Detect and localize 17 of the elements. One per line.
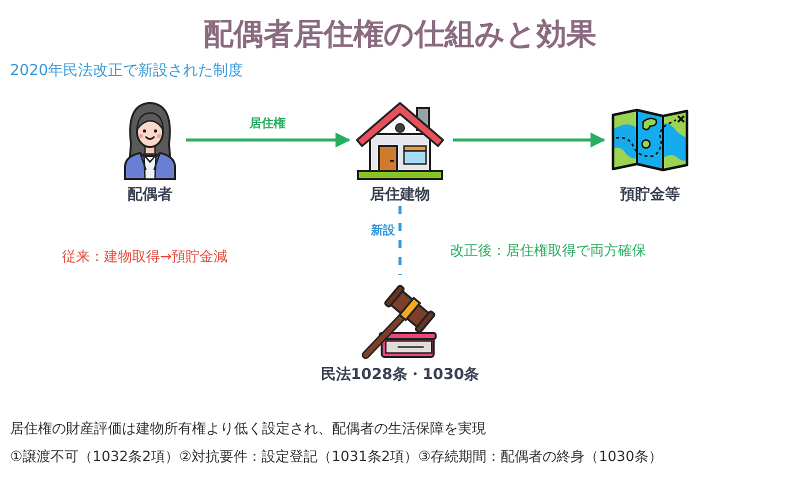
node-label: 配偶者 [128, 184, 172, 204]
note-text: 居住権の財産評価は建物所有権より低く設定され、配偶者の生活保障を実現 [10, 420, 486, 439]
labeled-icon [122, 100, 178, 204]
arrow [453, 132, 606, 148]
dashed-line [398, 206, 402, 275]
labeled-icon [320, 283, 480, 384]
node-label: 居住建物 [370, 184, 430, 204]
node-label: 民法1028条・1030条 [320, 364, 480, 384]
arrow [186, 132, 350, 148]
labeled-icon [355, 100, 445, 204]
subtitle: 2020年民法改正で新設された制度 [10, 60, 244, 80]
note-text: ①譲渡不可（1032条2項）②対抗要件：設定登記（1031条2項）③存続期間：配偶者の終身（1030条） [10, 448, 662, 467]
note-text: 改正後：居住権取得で両方確保 [450, 242, 646, 261]
title: 配偶者居住権の仕組みと効果 [202, 16, 598, 54]
note-text: 従来：建物取得→預貯金減 [62, 248, 228, 267]
node-label: 預貯金等 [620, 184, 680, 204]
edge-label: 新設 [371, 222, 395, 238]
